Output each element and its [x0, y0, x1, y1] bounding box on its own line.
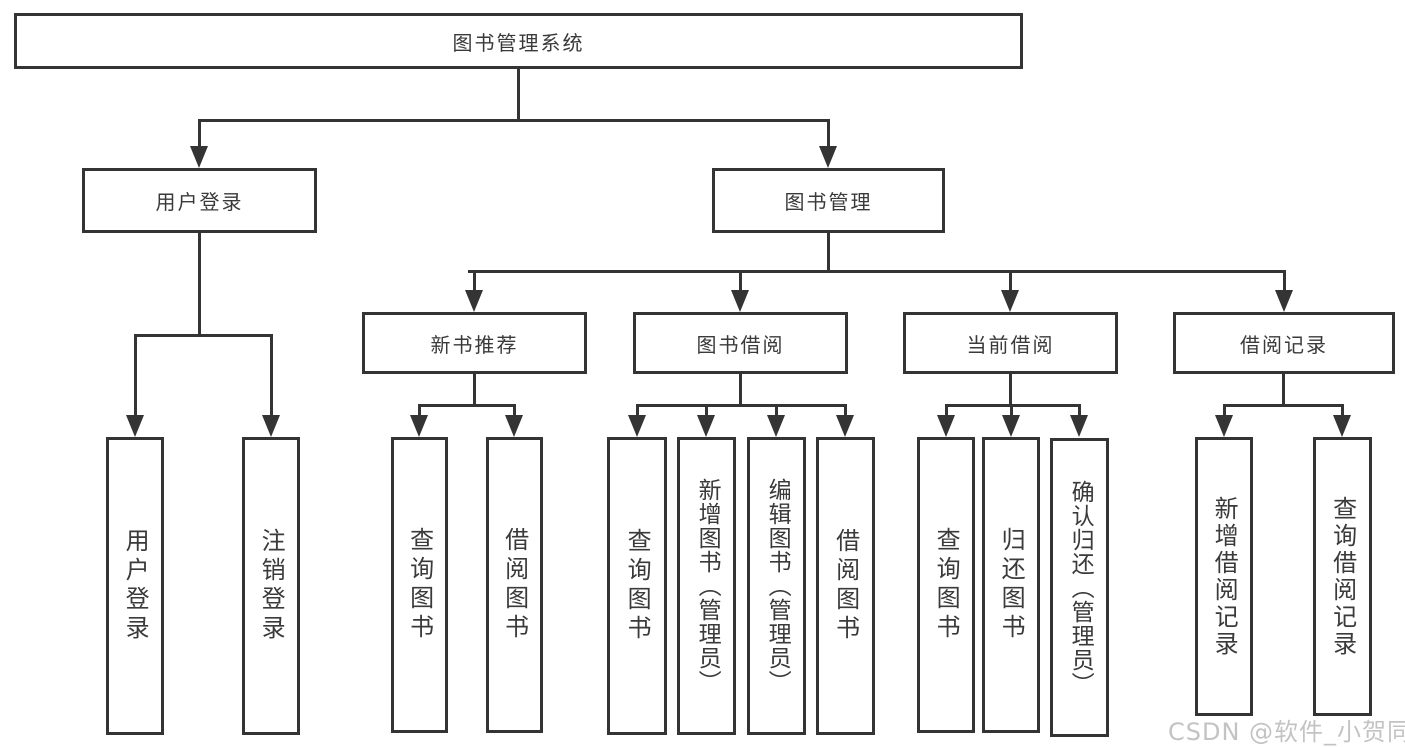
connector-line — [1009, 270, 1012, 290]
arrowhead-down-icon — [937, 415, 955, 437]
connector-line — [945, 404, 948, 416]
connector-line — [1223, 404, 1226, 416]
node-book-borrowing: 图书借阅 — [633, 312, 848, 374]
node-label: 借阅图书 — [500, 527, 529, 643]
node-label: 新增图书（管理员） — [694, 478, 721, 694]
connector-line — [468, 270, 1285, 273]
connector-line — [473, 270, 476, 290]
connector-line — [1341, 404, 1344, 416]
node-label: 查询借阅记录 — [1328, 495, 1357, 658]
arrowhead-down-icon — [1001, 290, 1019, 312]
connector-line — [198, 233, 201, 337]
connector-line — [473, 374, 476, 406]
connector-line — [1009, 374, 1012, 406]
node-label: 注销登录 — [257, 528, 286, 644]
node-label: 确认归还（管理员） — [1067, 479, 1094, 696]
leaf-add-books-admin: 新增图书（管理员） — [677, 437, 736, 735]
arrowhead-down-icon — [836, 415, 854, 437]
arrowhead-down-icon — [767, 415, 785, 437]
node-label: 图书管理系统 — [452, 30, 585, 55]
node-label: 借阅记录 — [1240, 332, 1328, 357]
connector-line — [134, 334, 137, 415]
connector-line — [1010, 404, 1013, 416]
leaf-edit-books-admin: 编辑图书（管理员） — [747, 437, 806, 735]
node-label: 图书管理 — [784, 190, 873, 214]
node-new-book-recommend: 新书推荐 — [362, 312, 587, 374]
node-label: 查询图书 — [405, 527, 434, 643]
arrowhead-down-icon — [1002, 415, 1020, 437]
arrowhead-down-icon — [1275, 290, 1293, 312]
arrowhead-down-icon — [262, 415, 280, 437]
leaf-return-books: 归还图书 — [982, 437, 1040, 733]
arrowhead-down-icon — [628, 415, 646, 437]
node-borrowing-records: 借阅记录 — [1173, 312, 1395, 374]
arrowhead-down-icon — [1215, 415, 1233, 437]
arrowhead-down-icon — [1333, 415, 1351, 437]
connector-line — [517, 69, 520, 122]
connector-line — [1283, 270, 1286, 290]
leaf-confirm-return-admin: 确认归还（管理员） — [1050, 438, 1109, 737]
leaf-logout: 注销登录 — [242, 437, 300, 735]
connector-line — [739, 374, 742, 406]
connector-line — [418, 404, 421, 416]
arrowhead-down-icon — [505, 415, 523, 437]
node-label: 用户登录 — [121, 528, 150, 644]
leaf-add-borrow-record: 新增借阅记录 — [1195, 437, 1253, 716]
connector-line — [844, 404, 847, 416]
node-library-system: 图书管理系统 — [14, 13, 1023, 69]
leaf-borrow-books: 借阅图书 — [816, 437, 875, 735]
connector-line — [1223, 404, 1344, 407]
leaf-query-books: 查询图书 — [917, 437, 975, 733]
connector-line — [1282, 374, 1285, 406]
node-label: 查询图书 — [623, 528, 652, 644]
connector-line — [198, 119, 201, 146]
arrowhead-down-icon — [410, 415, 428, 437]
connector-line — [270, 334, 273, 415]
connector-line — [636, 404, 846, 407]
arrowhead-down-icon — [126, 415, 144, 437]
arrowhead-down-icon — [190, 146, 208, 168]
node-label: 编辑图书（管理员） — [764, 478, 791, 694]
node-label: 查询图书 — [932, 527, 961, 643]
arrowhead-down-icon — [465, 290, 483, 312]
leaf-borrow-books: 借阅图书 — [486, 437, 543, 733]
leaf-query-borrow-record: 查询借阅记录 — [1313, 437, 1372, 716]
node-label: 新增借阅记录 — [1210, 495, 1239, 658]
csdn-watermark: CSDN @软件_小贺同学 — [1168, 718, 1405, 746]
node-label: 借阅图书 — [831, 528, 860, 644]
node-label: 图书借阅 — [696, 332, 785, 357]
connector-line — [198, 119, 830, 122]
node-user-login: 用户登录 — [82, 168, 317, 233]
connector-line — [513, 404, 516, 416]
connector-line — [134, 334, 273, 337]
connector-line — [636, 404, 639, 416]
connector-line — [827, 119, 830, 146]
node-label: 当前借阅 — [966, 332, 1055, 357]
node-book-management: 图书管理 — [712, 168, 945, 233]
arrowhead-down-icon — [1070, 415, 1088, 437]
connector-line — [775, 404, 778, 416]
connector-line — [739, 270, 742, 290]
connector-line — [827, 233, 830, 273]
leaf-user-login: 用户登录 — [106, 437, 164, 735]
node-label: 归还图书 — [997, 527, 1026, 643]
arrowhead-down-icon — [731, 290, 749, 312]
node-label: 用户登录 — [155, 190, 244, 214]
leaf-query-books: 查询图书 — [607, 437, 667, 735]
arrowhead-down-icon — [697, 415, 715, 437]
connector-line — [705, 404, 708, 416]
node-current-borrowing: 当前借阅 — [903, 312, 1118, 374]
node-label: 新书推荐 — [430, 332, 519, 357]
connector-line — [1078, 404, 1081, 416]
connector-line — [418, 404, 516, 407]
arrowhead-down-icon — [819, 146, 837, 168]
leaf-query-books: 查询图书 — [391, 437, 448, 733]
